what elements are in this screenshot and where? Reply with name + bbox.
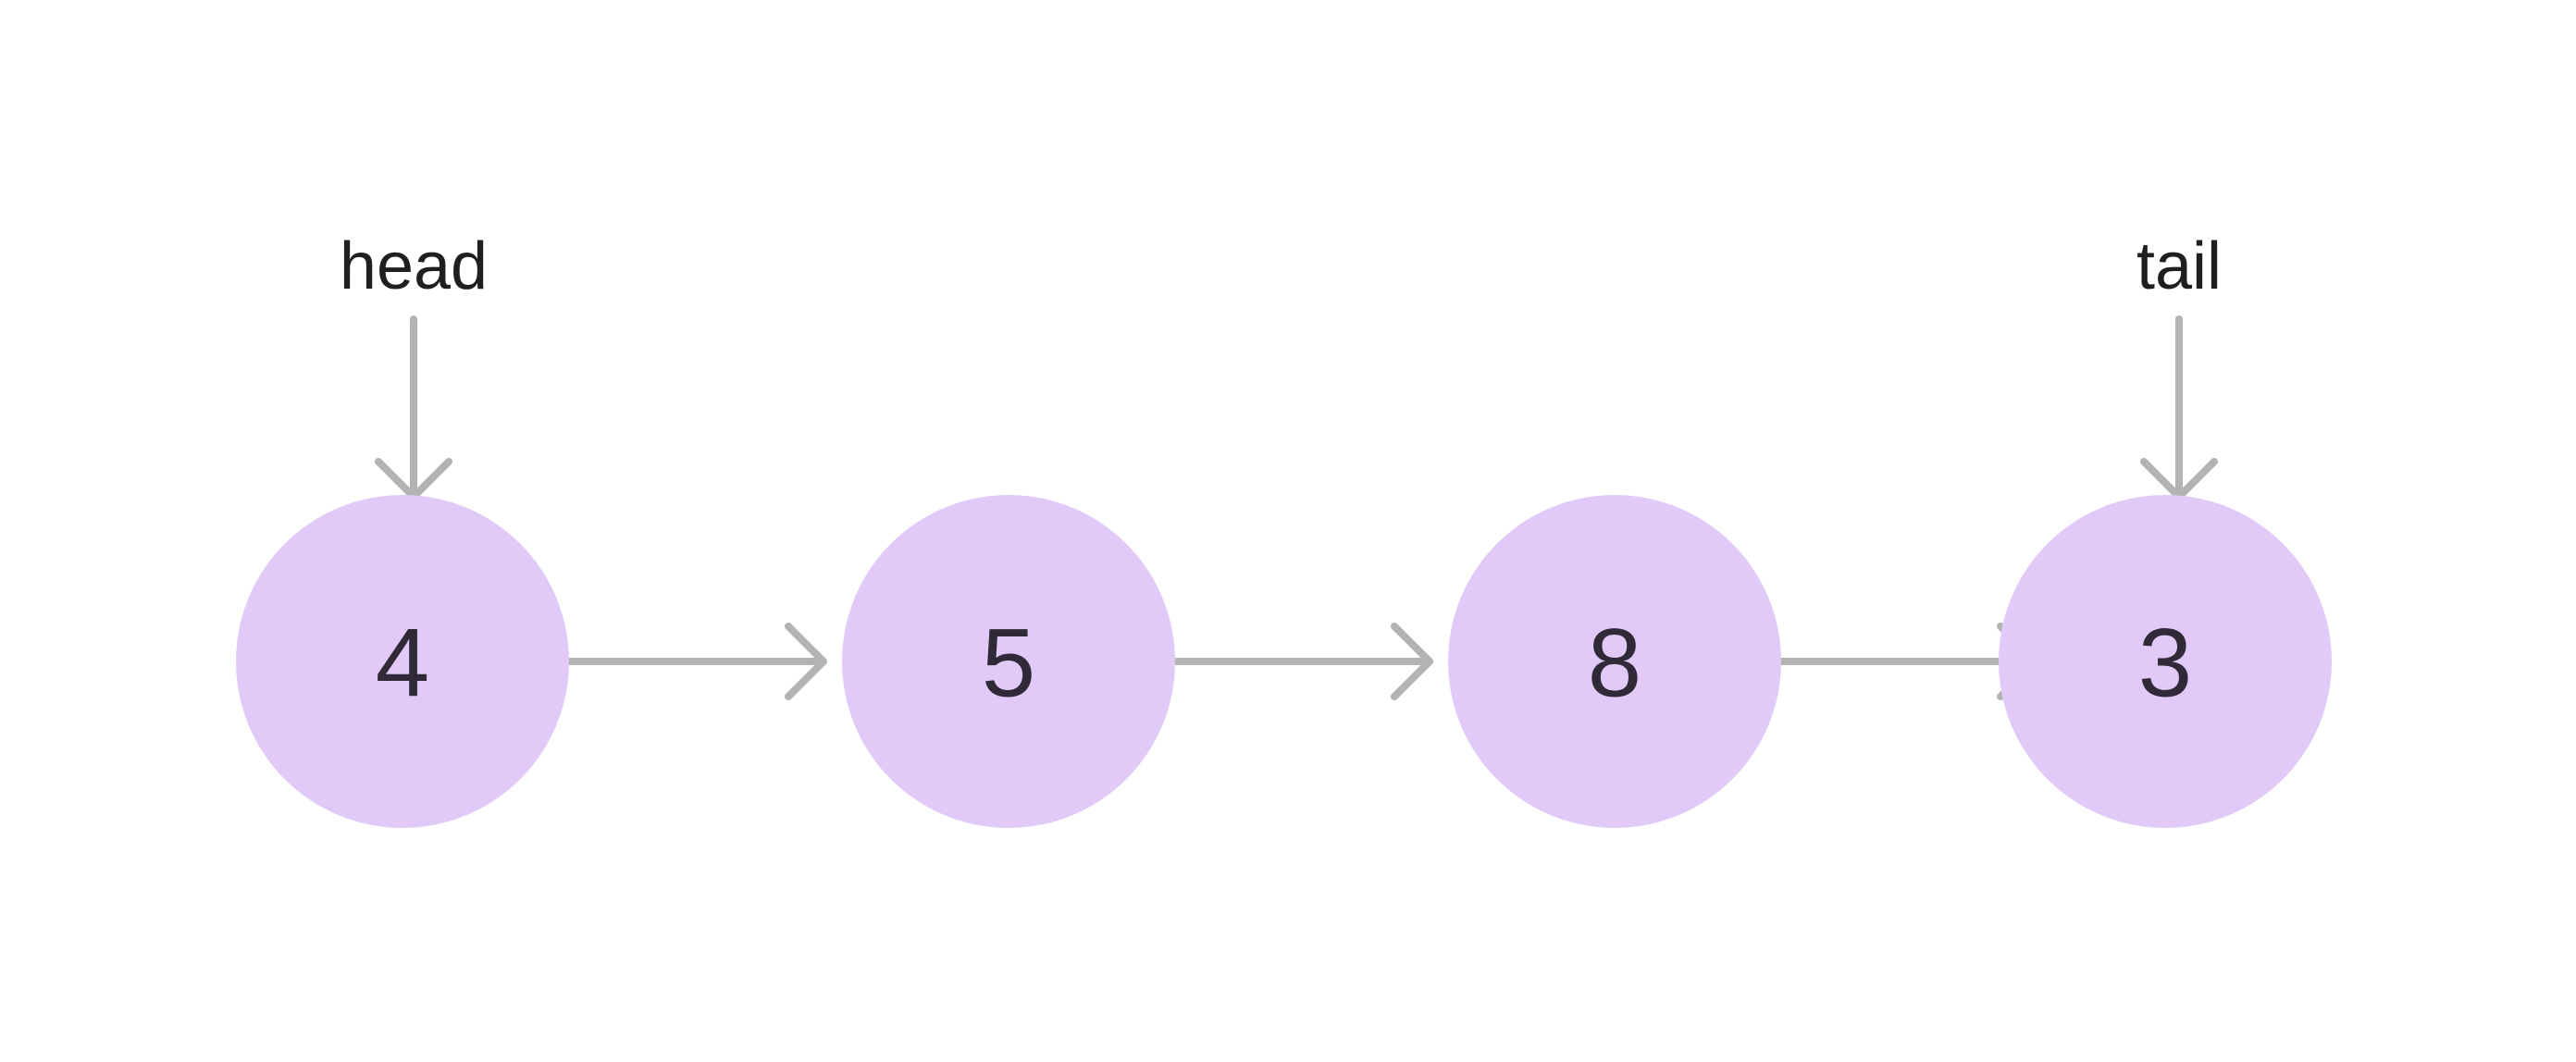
link-arrow-2-head [1391,623,1433,700]
pointer-arrows-group [375,315,2218,500]
node-value-label: 8 [1588,610,1641,718]
node-value-label: 4 [376,610,429,718]
head-pointer-arrow [375,315,452,500]
node-circle[interactable] [1448,495,1781,828]
link-arrow-1-head [785,623,827,700]
list-node[interactable]: 4 [236,495,569,828]
node-links-group [566,623,2039,700]
node-value-label: 3 [2138,610,2192,718]
head-pointer-label: head [340,229,488,303]
node-circle[interactable] [1999,495,2332,828]
link-arrow-2 [1172,623,1433,700]
list-node[interactable]: 8 [1448,495,1781,828]
link-arrow-1 [566,623,827,700]
node-circle[interactable] [236,495,569,828]
nodes-group: 4 5 8 3 [236,495,2332,828]
tail-pointer-label: tail [2136,229,2222,303]
pointer-labels-group: head tail [340,229,2222,303]
list-node[interactable]: 3 [1999,495,2332,828]
link-arrow-3 [1778,623,2039,700]
node-circle[interactable] [842,495,1175,828]
list-node[interactable]: 5 [842,495,1175,828]
tail-pointer-arrow [2140,315,2218,500]
node-value-label: 5 [982,610,1035,718]
